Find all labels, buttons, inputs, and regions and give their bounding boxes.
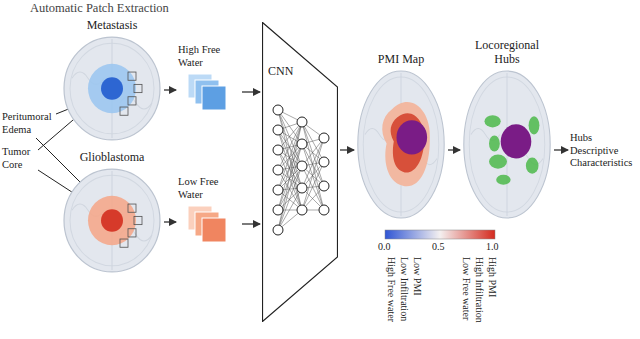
patch-square: [128, 229, 136, 237]
cnn-neuron: [273, 165, 283, 175]
hub-region: [526, 158, 539, 174]
tick-label: 0.5: [432, 241, 445, 253]
node-heading: High Free Water: [178, 44, 240, 69]
brain-illustration: [356, 69, 446, 220]
edema-region: [88, 196, 136, 245]
region-label: Peritumoral Edema: [2, 111, 60, 136]
patch-square: [134, 216, 142, 224]
patch-square: [120, 107, 128, 115]
tumor-core: [501, 124, 532, 158]
hub-region: [496, 175, 510, 185]
tumor-core: [101, 209, 123, 232]
cnn-neuron: [319, 133, 329, 143]
hub-region: [489, 155, 507, 169]
scale-annotation: Low Free water: [460, 257, 472, 320]
patch-square: [128, 72, 136, 80]
edema-region: [88, 64, 136, 113]
cnn-neuron: [319, 157, 329, 167]
scale-annotation: Low Infiltration: [398, 257, 410, 321]
brain-illustration: [62, 35, 162, 142]
brain-illustration: [62, 167, 162, 274]
patch-square: [202, 218, 226, 242]
scale-annotation: High Infiltration: [473, 257, 485, 323]
patch-square: [120, 239, 128, 247]
cnn-neuron: [273, 125, 283, 135]
brain-node: Glioblastoma: [62, 150, 162, 274]
cnn-neuron: [273, 105, 283, 115]
node-heading: Glioblastoma: [62, 150, 162, 164]
brain-outline: [64, 169, 160, 272]
cnn-neuron: [319, 181, 329, 191]
color-bar: [385, 230, 495, 239]
hub-region: [485, 115, 501, 127]
node-heading: PMI Map: [356, 52, 446, 66]
scale-annotation: High PMI: [486, 257, 498, 297]
flow-arrow: [448, 149, 460, 150]
cnn-neuron: [273, 205, 283, 215]
patch-square: [134, 84, 142, 92]
text-node: Hubs Descriptive Characteristics: [570, 132, 638, 170]
node-heading: Locoregional Hubs: [471, 38, 543, 67]
patch-node: Low Free Water: [178, 176, 240, 246]
region-label: Tumor Core: [2, 146, 38, 171]
patch-square: [128, 97, 136, 105]
cnn-weight: [302, 144, 324, 210]
cnn-neuron: [273, 225, 283, 235]
output-label: Hubs Descriptive Characteristics: [570, 132, 638, 170]
node-heading: Metastasis: [62, 18, 162, 32]
brain-outline: [358, 71, 444, 218]
scale-annotation: High Free water: [385, 257, 397, 322]
flow-arrow: [164, 221, 176, 222]
tumor-core: [397, 120, 428, 154]
cnn-neuron: [297, 183, 307, 193]
cnn-neuron: [273, 185, 283, 195]
cnn-neuron: [297, 139, 307, 149]
cnn-neuron: [297, 161, 307, 171]
hub-region: [529, 116, 540, 134]
cnn-neuron: [297, 205, 307, 215]
scale-annotation: Low PMI: [411, 257, 423, 296]
tumor-core: [101, 77, 123, 100]
brain-node: Metastasis: [62, 18, 162, 142]
brain-outline: [64, 37, 160, 140]
cnn-weight: [302, 138, 324, 210]
patch-square: [202, 86, 226, 110]
tick-label: 1.0: [486, 241, 499, 253]
pmi-region: [382, 102, 430, 186]
brain-node: PMI Map: [356, 52, 446, 220]
cnn-neuron: [273, 145, 283, 155]
node-heading: CNN: [268, 64, 293, 78]
patch-stack: [178, 70, 240, 114]
brain-illustration: [462, 69, 552, 220]
brain-node: Locoregional Hubs: [462, 38, 552, 220]
patch-node: High Free Water: [178, 44, 240, 114]
patch-stack: [178, 202, 240, 246]
cnn-neuron: [319, 205, 329, 215]
patch-square: [128, 204, 136, 212]
hub-region: [489, 135, 500, 151]
cnn-node: CNN: [262, 22, 338, 322]
cnn-trapezoid: [263, 23, 338, 322]
brain-outline: [464, 71, 550, 218]
flow-arrow: [164, 89, 176, 90]
cnn-neuron: [297, 117, 307, 127]
flow-arrow: [242, 223, 260, 224]
flow-arrow: [242, 91, 260, 92]
node-heading: Low Free Water: [178, 176, 240, 201]
flow-arrow: [340, 149, 354, 150]
flow-arrow: [554, 149, 568, 150]
cnn-weight: [278, 166, 302, 230]
tick-label: 0.0: [378, 241, 391, 253]
figure-title: Automatic Patch Extraction: [30, 1, 169, 16]
